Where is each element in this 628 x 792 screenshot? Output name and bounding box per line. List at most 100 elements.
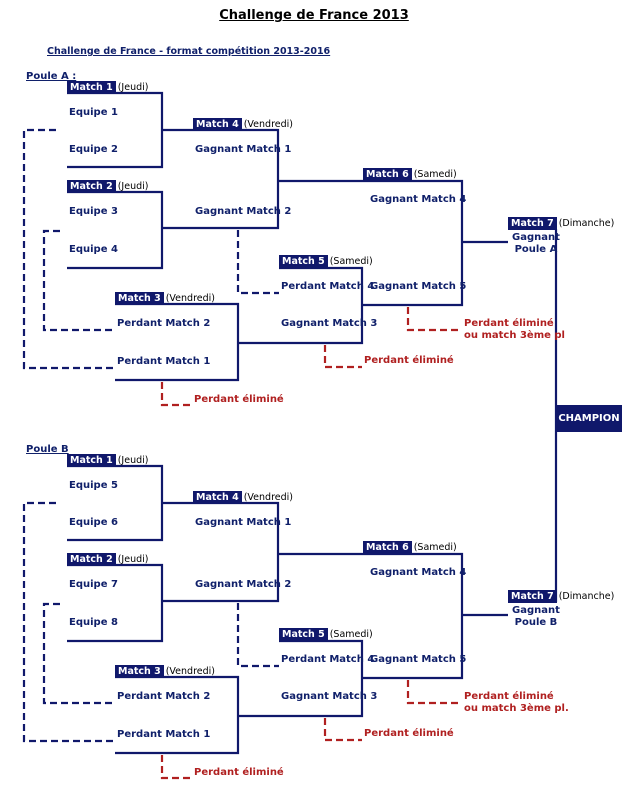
winner-match-4-label: Gagnant Match 4 (370, 567, 467, 578)
eliminated-match-3-route (160, 755, 192, 780)
winner-match-3-label: Gagnant Match 3 (281, 691, 378, 702)
pool-b-name: Poule B (26, 444, 69, 455)
pool-a-match-7-header: Match 7(Dimanche) (508, 217, 614, 230)
match-tag: Match 1 (67, 454, 116, 467)
match-5-bracket-line (238, 266, 364, 345)
match-2-bracket-line (67, 563, 164, 643)
team-label: Equipe 8 (69, 617, 118, 628)
match-day: (Samedi) (329, 256, 373, 267)
match-day: (Vendredi) (243, 119, 293, 130)
pool-a-match-4-header: Match 4(Vendredi) (193, 118, 293, 131)
pool-b-match-6-header: Match 6(Samedi) (363, 541, 457, 554)
match-tag: Match 3 (115, 665, 164, 678)
eliminated-label: Perdant éliminé (364, 728, 454, 739)
match-tag: Match 6 (363, 541, 412, 554)
page-title: Challenge de France 2013 (219, 8, 409, 23)
match-day: (Samedi) (413, 169, 457, 180)
team-label: Equipe 1 (69, 107, 118, 118)
pool-a-match-1-header: Match 1(Jeudi) (67, 81, 148, 94)
pool-b-match-2-header: Match 2(Jeudi) (67, 553, 148, 566)
match-3-bracket-line (115, 302, 240, 382)
match-day: (Dimanche) (558, 218, 615, 229)
eliminated-label: Perdant éliminé (194, 394, 284, 405)
match-3-bracket-line (115, 675, 240, 755)
eliminated-label: Perdant éliminé (364, 355, 454, 366)
winner-match-1-label: Gagnant Match 1 (195, 144, 292, 155)
match-tag: Match 5 (279, 255, 328, 268)
winner-match-2-label: Gagnant Match 2 (195, 579, 292, 590)
pool-winner-line-2: Poule B (514, 617, 558, 628)
eliminated-match-5-route (323, 345, 362, 369)
winner-match-3-label: Gagnant Match 3 (281, 318, 378, 329)
match-day: (Dimanche) (558, 591, 615, 602)
page-subtitle: Challenge de France - format compétition… (47, 46, 331, 57)
pool-a-match-5-header: Match 5(Samedi) (279, 255, 373, 268)
match-tag: Match 6 (363, 168, 412, 181)
match-day: (Jeudi) (117, 554, 149, 565)
team-label: Equipe 5 (69, 480, 118, 491)
eliminated-line: Perdant éliminé (464, 318, 554, 329)
loser-match-4-label: Perdant Match 4 (281, 654, 375, 665)
pool-winner-line-1: Gagnant (512, 232, 560, 243)
eliminated-line: Perdant éliminé (464, 691, 554, 702)
pool-b-match-5-header: Match 5(Samedi) (279, 628, 373, 641)
match-tag: Match 5 (279, 628, 328, 641)
match-tag: Match 2 (67, 553, 116, 566)
pool-winner-label: Gagnant Poule A (512, 232, 560, 256)
pool-a-match-2-header: Match 2(Jeudi) (67, 180, 148, 193)
match-day: (Vendredi) (243, 492, 293, 503)
match-2-bracket-line (67, 190, 164, 270)
match-tag: Match 4 (193, 491, 242, 504)
champion-box: CHAMPION (556, 405, 622, 432)
loser-match-2-label: Perdant Match 2 (117, 691, 211, 702)
pool-b-match-1-header: Match 1(Jeudi) (67, 454, 148, 467)
eliminated-match-5-route (323, 718, 362, 742)
loser-match-4-route (236, 230, 279, 295)
third-place-line: ou match 3ème pl (464, 330, 565, 341)
winner-match-5-label: Gagnant Match 5 (370, 654, 467, 665)
match-tag: Match 3 (115, 292, 164, 305)
loser-match-1-route (22, 128, 115, 370)
pool-a-match-6-header: Match 6(Samedi) (363, 168, 457, 181)
eliminated-label: Perdant éliminé (194, 767, 284, 778)
pool-b-match-7-header: Match 7(Dimanche) (508, 590, 614, 603)
loser-match-2-label: Perdant Match 2 (117, 318, 211, 329)
pool-winner-label: Gagnant Poule B (512, 605, 560, 629)
eliminated-match-6-route (406, 680, 462, 705)
pool-b-match-4-header: Match 4(Vendredi) (193, 491, 293, 504)
match-tag: Match 2 (67, 180, 116, 193)
team-label: Equipe 2 (69, 144, 118, 155)
team-label: Equipe 6 (69, 517, 118, 528)
match-day: (Vendredi) (165, 666, 215, 677)
winner-match-4-label: Gagnant Match 4 (370, 194, 467, 205)
eliminated-or-third-place-label: Perdant éliminé ou match 3ème pl. (464, 691, 569, 715)
match-tag: Match 4 (193, 118, 242, 131)
pool-winner-line-1: Gagnant (512, 605, 560, 616)
loser-match-1-label: Perdant Match 1 (117, 729, 211, 740)
winner-match-1-label: Gagnant Match 1 (195, 517, 292, 528)
pool-b-match-3-header: Match 3(Vendredi) (115, 665, 215, 678)
match-day: (Jeudi) (117, 455, 149, 466)
match-tag: Match 7 (508, 217, 557, 230)
loser-match-1-label: Perdant Match 1 (117, 356, 211, 367)
loser-match-4-route (236, 603, 279, 668)
winner-match-2-label: Gagnant Match 2 (195, 206, 292, 217)
loser-match-4-label: Perdant Match 4 (281, 281, 375, 292)
match-day: (Samedi) (329, 629, 373, 640)
team-label: Equipe 4 (69, 244, 118, 255)
team-label: Equipe 7 (69, 579, 118, 590)
match-5-bracket-line (238, 639, 364, 718)
match-tag: Match 7 (508, 590, 557, 603)
winner-match-5-label: Gagnant Match 5 (370, 281, 467, 292)
match-day: (Vendredi) (165, 293, 215, 304)
pool-winner-line-2: Poule A (514, 244, 558, 255)
third-place-line: ou match 3ème pl. (464, 703, 569, 714)
eliminated-match-6-route (406, 307, 462, 332)
match-day: (Jeudi) (117, 181, 149, 192)
pool-a-name: Poule A : (26, 71, 77, 82)
match-day: (Jeudi) (117, 82, 149, 93)
match-day: (Samedi) (413, 542, 457, 553)
eliminated-match-3-route (160, 382, 192, 407)
